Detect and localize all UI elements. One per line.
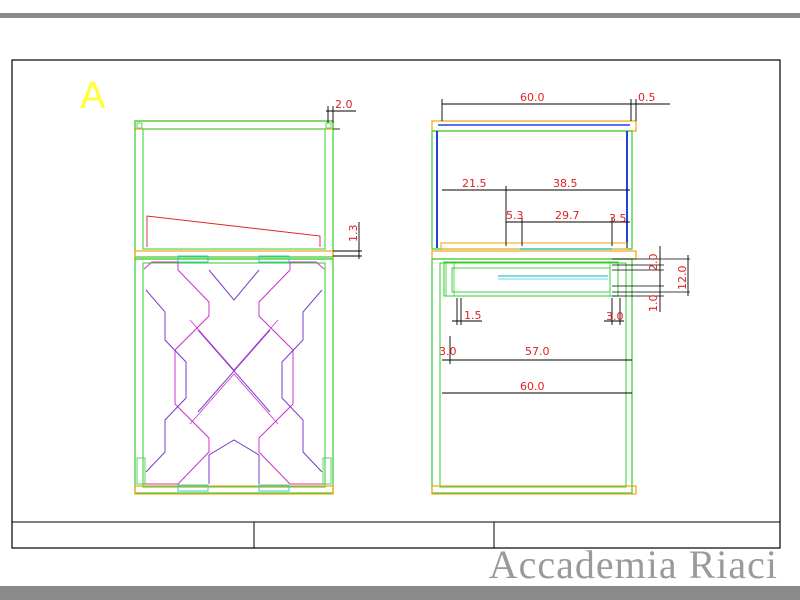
left-view-dimensions: 2.0 1.3 — [326, 98, 362, 259]
watermark-text: Accademia Riaci — [489, 542, 778, 587]
top-border-bar — [0, 13, 800, 18]
dim-right-inner-left: 5.3 — [506, 209, 524, 222]
right-upper-cabinet — [431, 120, 637, 260]
dim-right-lower-left: 1.5 — [464, 309, 482, 322]
title-block — [12, 521, 780, 548]
drawing-frame — [11, 59, 781, 549]
bottom-border-bar — [0, 586, 800, 600]
dim-right-right-total: 12.0 — [676, 266, 689, 291]
dim-right-lower-right: 3.0 — [606, 310, 624, 323]
dim-right-top-offset: 0.5 — [638, 91, 656, 104]
sheet-letter: A — [80, 75, 106, 117]
dim-left-top-right: 2.0 — [335, 98, 353, 111]
right-lower-cabinet — [431, 258, 637, 495]
dim-right-bottom-total: 60.0 — [520, 380, 545, 393]
dim-right-bottom-inner: 57.0 — [525, 345, 550, 358]
dim-right-inner-middle: 29.7 — [555, 209, 580, 222]
dim-right-right-upper: 2.0 — [647, 254, 660, 272]
dim-right-top-width: 60.0 — [520, 91, 545, 104]
right-view: 60.0 0.5 21.5 38.5 5.3 29.7 3.5 2.0 12.0 — [431, 91, 690, 495]
dim-left-middle-right: 1.3 — [347, 225, 360, 243]
sloped-panel — [146, 215, 321, 247]
dim-right-inner-right: 3.5 — [609, 212, 627, 225]
dim-right-upper-left: 21.5 — [462, 177, 487, 190]
x-ornament-left — [143, 261, 210, 485]
left-upper-cabinet — [134, 120, 334, 260]
left-lower-cabinet — [134, 255, 334, 495]
right-view-dimensions: 60.0 0.5 21.5 38.5 5.3 29.7 3.5 2.0 12.0 — [439, 91, 690, 394]
left-view: 2.0 1.3 — [134, 98, 362, 495]
dim-right-bottom-left: 3.0 — [439, 345, 457, 358]
dim-right-upper-right: 38.5 — [553, 177, 578, 190]
dim-right-right-lower: 1.0 — [647, 295, 660, 313]
x-ornament-right — [258, 261, 325, 485]
